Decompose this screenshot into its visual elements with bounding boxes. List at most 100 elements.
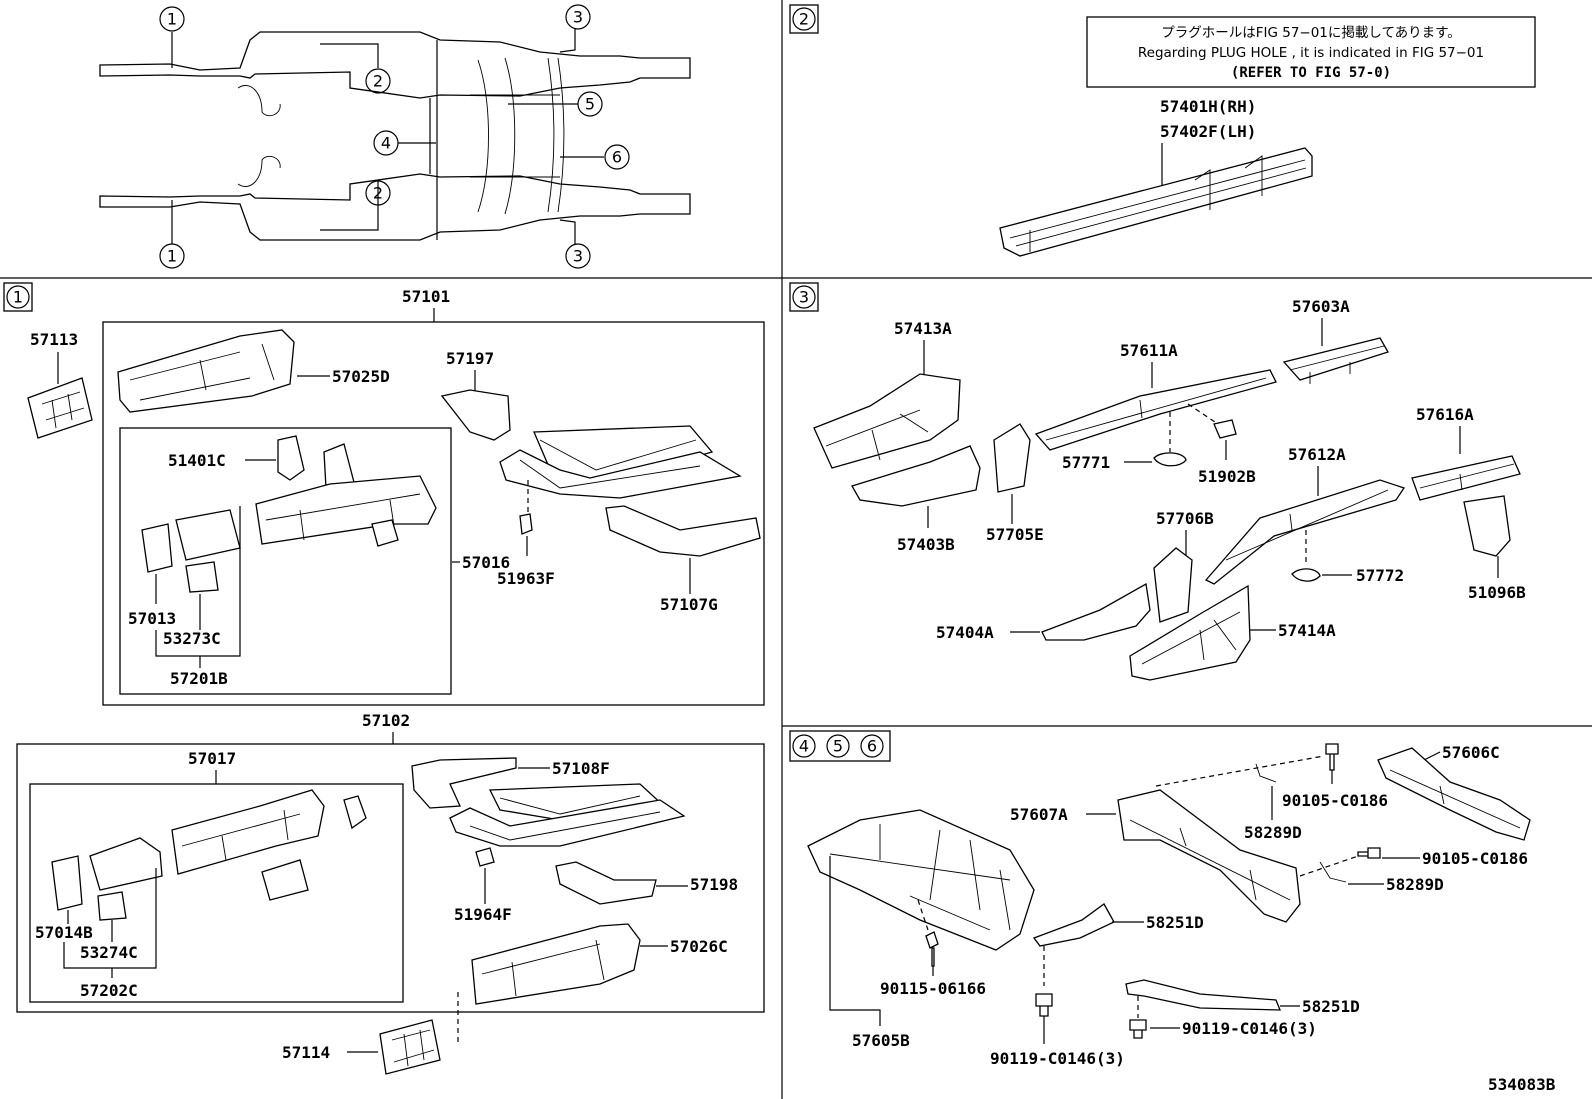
bolt-90105a bbox=[1325, 743, 1339, 771]
apron-57414A bbox=[1129, 584, 1251, 681]
part-57402F: 57402F(LH) bbox=[1160, 122, 1256, 141]
member-57107G bbox=[605, 505, 761, 557]
part-57401H: 57401H(RH) bbox=[1160, 97, 1256, 116]
callout-3-top: 3 bbox=[573, 8, 583, 27]
brace-58251D-a bbox=[1032, 903, 1115, 947]
note-english: Regarding PLUG HOLE , it is indicated in… bbox=[1138, 45, 1484, 61]
plate-57014B bbox=[51, 855, 83, 911]
part-51964F-shape bbox=[475, 847, 495, 867]
part-57108F: 57108F bbox=[552, 759, 610, 778]
bolt-90119a bbox=[1035, 993, 1053, 1017]
part-57026C: 57026C bbox=[670, 937, 728, 956]
callout-2-top: 2 bbox=[373, 72, 383, 91]
part-53274C: 53274C bbox=[80, 943, 138, 962]
part-57403B: 57403B bbox=[897, 535, 955, 554]
bracket-51096B bbox=[1463, 495, 1511, 557]
part-57113: 57113 bbox=[30, 330, 78, 349]
part-51964F: 51964F bbox=[454, 905, 512, 924]
part-57404A: 57404A bbox=[936, 623, 994, 642]
part-57414A: 57414A bbox=[1278, 621, 1336, 640]
note-box bbox=[1086, 16, 1536, 88]
part-90119-C0146-a: 90119-C0146(3) bbox=[990, 1049, 1125, 1068]
apron-57403B bbox=[851, 445, 981, 507]
frame-57017 bbox=[171, 789, 325, 875]
frame-57016 bbox=[255, 475, 437, 545]
section-1-tag: 1 bbox=[13, 288, 23, 307]
bracket-57017a bbox=[343, 795, 367, 830]
callout-4: 4 bbox=[381, 134, 391, 153]
part-57016: 57016 bbox=[462, 553, 510, 572]
part-57101: 57101 bbox=[402, 287, 450, 306]
plug-57771 bbox=[1153, 452, 1187, 467]
apron-57413A bbox=[813, 373, 961, 469]
part-58289D-a: 58289D bbox=[1244, 823, 1302, 842]
plate-57705E bbox=[993, 423, 1031, 493]
section-2: 2 プラグホールはFIG 57−01に掲載してあります。 Regarding P… bbox=[789, 4, 1536, 257]
bolt-90115 bbox=[925, 931, 939, 967]
clip-58289D-a bbox=[1255, 763, 1277, 783]
part-57605B: 57605B bbox=[852, 1031, 910, 1050]
rail-57611A bbox=[1034, 369, 1277, 451]
clip-58289D-b bbox=[1319, 861, 1347, 883]
part-57603A: 57603A bbox=[1292, 297, 1350, 316]
bracket-53274C bbox=[97, 891, 127, 921]
part-57706B: 57706B bbox=[1156, 509, 1214, 528]
plug-57772 bbox=[1291, 568, 1321, 582]
part-57197: 57197 bbox=[446, 349, 494, 368]
part-90115-06166: 90115-06166 bbox=[880, 979, 986, 998]
crossmember-57607A bbox=[1117, 789, 1301, 923]
section-1: 1 57101 57113 57025D 57197 51963F 57107G… bbox=[3, 282, 765, 1075]
part-57013: 57013 bbox=[128, 609, 176, 628]
section-6-tag: 6 bbox=[867, 737, 877, 756]
part-51963F: 51963F bbox=[497, 569, 555, 588]
part-57114: 57114 bbox=[282, 1043, 330, 1062]
bracket-57014-frame bbox=[89, 837, 163, 891]
bracket-57706B bbox=[1153, 547, 1193, 623]
bracket-inner bbox=[175, 509, 241, 561]
apron-57404A bbox=[1041, 582, 1151, 641]
part-51401C: 51401C bbox=[168, 451, 226, 470]
section-5-tag: 5 bbox=[833, 737, 843, 756]
part-57107G: 57107G bbox=[660, 595, 718, 614]
section-3: 3 57413A 57611A 57603A 57771 51902B 5770… bbox=[789, 282, 1526, 681]
part-90105-C0186-b: 90105-C0186 bbox=[1422, 849, 1528, 868]
part-57772: 57772 bbox=[1356, 566, 1404, 585]
member-57107-lower bbox=[499, 449, 742, 499]
rail-57616A bbox=[1411, 455, 1521, 501]
crossmember-57606C bbox=[1377, 747, 1531, 841]
bracket-57026C bbox=[471, 923, 641, 1005]
callout-2-bottom: 2 bbox=[373, 184, 383, 203]
figure-id: 534083B bbox=[1488, 1075, 1556, 1094]
part-51963F-shape bbox=[519, 513, 533, 535]
bracket-57197 bbox=[440, 389, 511, 441]
bracket-53273C bbox=[185, 561, 219, 593]
part-57014B: 57014B bbox=[35, 923, 93, 942]
part-57611A: 57611A bbox=[1120, 341, 1178, 360]
member-57108F bbox=[411, 757, 517, 809]
part-57017: 57017 bbox=[188, 749, 236, 768]
part-57612A: 57612A bbox=[1288, 445, 1346, 464]
part-57025D: 57025D bbox=[332, 367, 390, 386]
part-57705E: 57705E bbox=[986, 525, 1044, 544]
part-57606C: 57606C bbox=[1442, 743, 1500, 762]
overview-callouts: 1 2 3 4 5 6 2 1 3 bbox=[159, 4, 630, 269]
rocker-panel-part bbox=[999, 147, 1313, 257]
plate-57113 bbox=[27, 377, 93, 439]
bolt-90105b bbox=[1357, 847, 1381, 859]
bracket-51401C bbox=[277, 435, 305, 481]
part-57413A: 57413A bbox=[894, 319, 952, 338]
bolt-90119b bbox=[1129, 1019, 1147, 1039]
part-90119-C0146-b: 90119-C0146(3) bbox=[1182, 1019, 1317, 1038]
part-58289D-b: 58289D bbox=[1386, 875, 1444, 894]
bracket-57025D bbox=[117, 329, 295, 413]
callout-6: 6 bbox=[612, 148, 622, 167]
rail-57612A bbox=[1204, 479, 1406, 585]
clip-51902B bbox=[1213, 419, 1237, 439]
part-57198: 57198 bbox=[690, 875, 738, 894]
callout-1-bottom: 1 bbox=[167, 247, 177, 266]
section-456: 4 5 6 57606C 90105-C0186 58289D 57607A 9… bbox=[789, 730, 1556, 1094]
bracket-small bbox=[371, 519, 399, 547]
part-90105-C0186-a: 90105-C0186 bbox=[1282, 791, 1388, 810]
